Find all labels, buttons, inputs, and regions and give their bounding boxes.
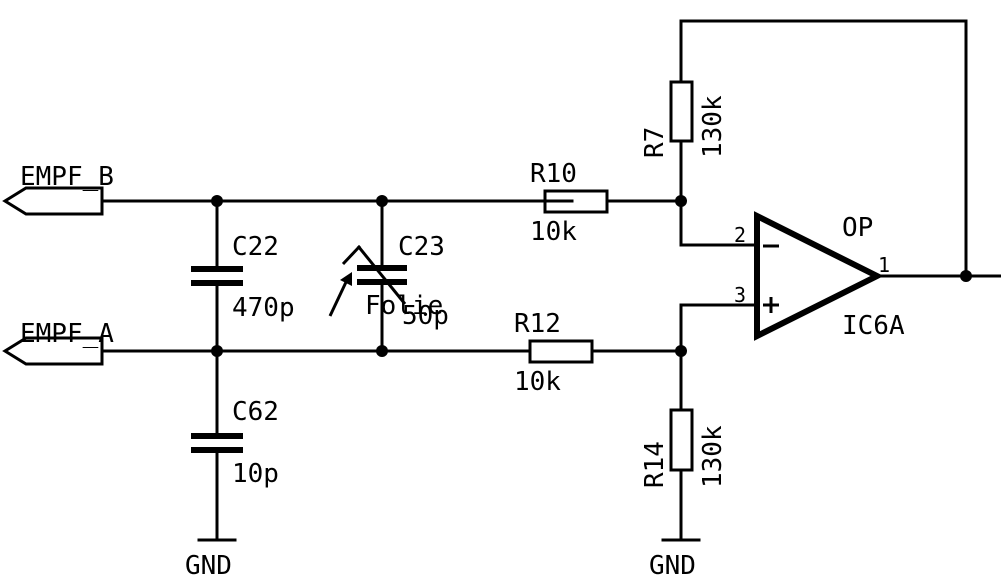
c62-ref: C62 (232, 397, 279, 427)
gnd-right-label: GND (649, 551, 696, 581)
c23-value: 50p (402, 301, 449, 331)
r12-value: 10k (514, 367, 561, 397)
junction-dot (675, 345, 687, 357)
junction-dot (211, 345, 223, 357)
gnd-left-label: GND (185, 551, 232, 581)
junctions (211, 195, 972, 357)
capacitor-c22 (191, 266, 243, 286)
junction-dot (211, 195, 223, 207)
c23-extra: Folie (365, 291, 443, 321)
r7-ref: R7 (640, 127, 670, 158)
port-empf-b-label: EMPF_B (20, 162, 114, 192)
c22-value: 470p (232, 293, 295, 323)
resistor-r10-body (543, 189, 609, 214)
r7-value: 130k (698, 95, 728, 158)
pin-2-label: 2 (734, 223, 746, 247)
pin-1-label: 1 (878, 253, 890, 277)
r14-ref: R14 (640, 441, 670, 488)
r12-ref: R12 (514, 309, 561, 339)
arrow-icon (328, 279, 349, 317)
r14-value: 130k (698, 425, 728, 488)
opamp-ref-label: IC6A (842, 311, 905, 341)
junction-dot (675, 195, 687, 207)
resistor-r7 (669, 80, 694, 143)
port-empf-a-shape (2, 336, 104, 366)
c23-ref: C23 (398, 232, 445, 262)
trimmer-capacitor-c23 (328, 244, 407, 317)
junction-dot (960, 270, 972, 282)
resistor-r12 (528, 339, 594, 364)
port-empf-b-shape (2, 186, 104, 216)
r10-ref: R10 (530, 159, 577, 189)
r10-value: 10k (530, 217, 577, 247)
resistor-r14 (669, 408, 694, 472)
c62-value: 10p (232, 459, 279, 489)
port-empf-a-label: EMPF_A (20, 319, 114, 349)
junction-dot (376, 345, 388, 357)
opamp-ic6a (754, 211, 884, 341)
wires (100, 19, 1001, 542)
junction-dot (376, 195, 388, 207)
pin-3-label: 3 (734, 283, 746, 307)
opamp-type-label: OP (842, 213, 873, 243)
capacitor-c62 (191, 433, 243, 453)
c22-ref: C22 (232, 232, 279, 262)
